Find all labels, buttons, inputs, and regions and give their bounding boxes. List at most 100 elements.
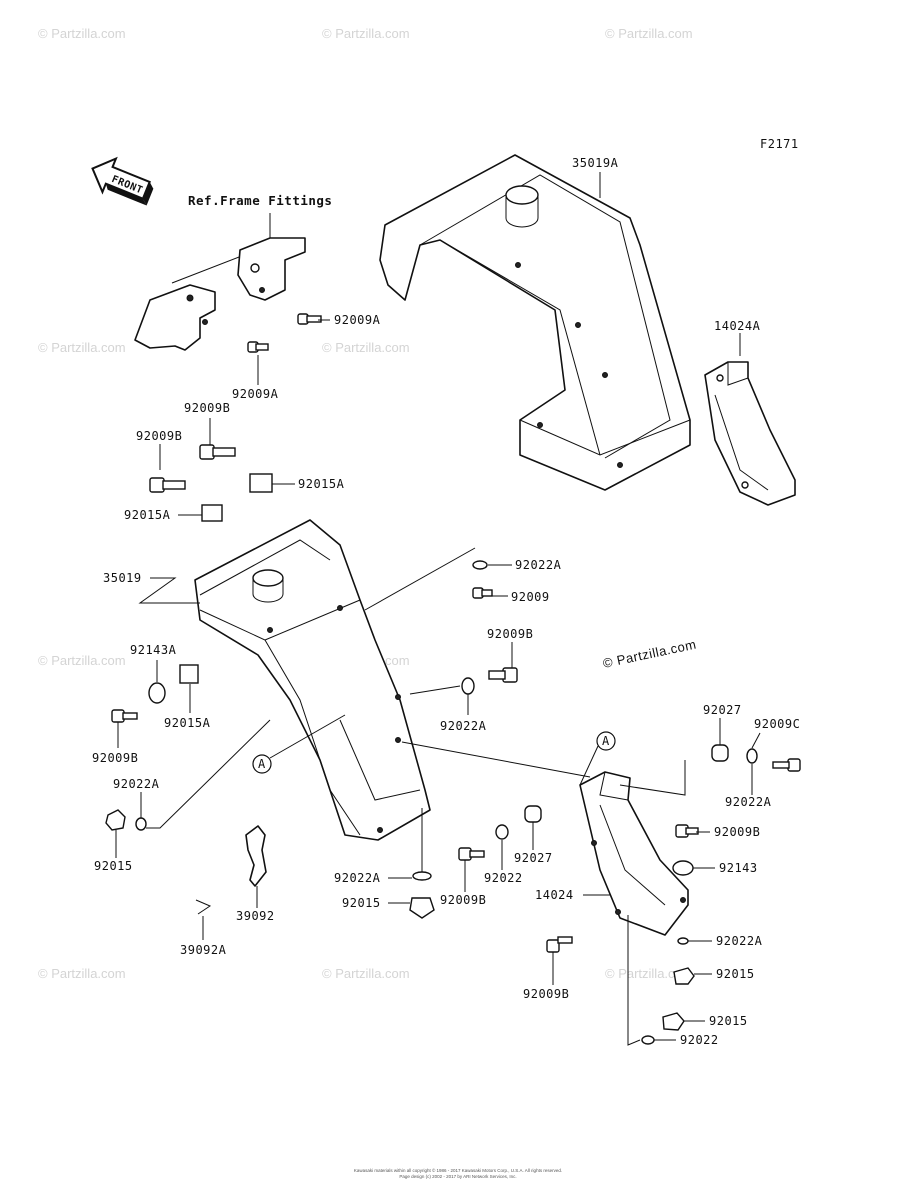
washer-icon bbox=[495, 824, 509, 840]
bolt-icon bbox=[199, 444, 236, 460]
part-label: 14024 bbox=[535, 888, 574, 902]
bolt-icon bbox=[458, 847, 485, 861]
part-label: 92015A bbox=[124, 508, 171, 522]
clamp-39092 bbox=[245, 825, 267, 887]
bolt-icon bbox=[546, 936, 573, 953]
part-labels: 35019A 14024A 92009A 92009A 92009B 92009… bbox=[92, 156, 800, 1047]
part-label: 92143 bbox=[719, 861, 758, 875]
part-label: 39092 bbox=[236, 909, 275, 923]
leader-line bbox=[579, 745, 599, 786]
part-label: 92015 bbox=[709, 1014, 748, 1028]
nut-icon bbox=[662, 1012, 685, 1031]
part-label: 92009B bbox=[92, 751, 138, 765]
bracket-14024 bbox=[579, 771, 689, 936]
part-label: 92009B bbox=[714, 825, 760, 839]
callout-a: A bbox=[252, 754, 272, 774]
part-label: 39092A bbox=[180, 943, 227, 957]
washer-icon bbox=[461, 677, 475, 695]
washer-icon bbox=[148, 682, 166, 704]
clip-nut-icon bbox=[201, 504, 223, 522]
part-label: 92022A bbox=[113, 777, 160, 791]
part-label: 92009B bbox=[184, 401, 230, 415]
washer-icon bbox=[135, 817, 147, 831]
part-label: 92009B bbox=[136, 429, 182, 443]
part-label: 92022A bbox=[334, 871, 381, 885]
frame-fitting-bracket bbox=[134, 284, 216, 351]
part-label: 35019A bbox=[572, 156, 619, 170]
part-label: 92009A bbox=[232, 387, 279, 401]
bolt-icon bbox=[472, 587, 493, 599]
leader-line bbox=[138, 577, 200, 604]
bolt-icon bbox=[149, 477, 186, 493]
grommet-icon bbox=[672, 860, 694, 876]
bolt-icon bbox=[772, 758, 801, 772]
part-label: 92009B bbox=[440, 893, 486, 907]
bolt-icon bbox=[111, 709, 138, 723]
partzilla-mark: © Partzilla.com bbox=[602, 636, 698, 670]
leader-lines bbox=[115, 319, 761, 1046]
part-label: 92009B bbox=[487, 627, 533, 641]
copyright-line: Kawasaki materials within all copyright … bbox=[354, 1167, 562, 1173]
watermark: © Partzilla.com bbox=[38, 26, 126, 41]
nut-icon bbox=[409, 897, 435, 919]
nut-icon bbox=[673, 967, 695, 985]
part-label: 92022A bbox=[716, 934, 763, 948]
copyright-line: Page design (c) 2002 - 2017 by ARI Netwo… bbox=[399, 1174, 516, 1179]
spacer-icon bbox=[711, 744, 729, 762]
leader-line bbox=[364, 547, 476, 611]
part-label: 92015 bbox=[342, 896, 381, 910]
bolt-icon bbox=[297, 313, 322, 325]
watermark: © Partzilla.com bbox=[322, 966, 410, 981]
callout-a: A bbox=[596, 731, 616, 751]
washer-icon bbox=[677, 937, 689, 945]
leader-line bbox=[401, 741, 591, 778]
clip-39092a bbox=[195, 899, 212, 915]
callout-a-label: A bbox=[602, 734, 610, 748]
part-label: 92027 bbox=[703, 703, 742, 717]
figure-code: F2171 bbox=[760, 137, 799, 151]
part-label: 92009 bbox=[511, 590, 550, 604]
part-label: 92015A bbox=[298, 477, 345, 491]
part-label: 92022A bbox=[725, 795, 772, 809]
nut-icon bbox=[105, 809, 126, 831]
watermark: © Partzilla.com bbox=[38, 966, 126, 981]
front-arrow-icon: FRONT bbox=[91, 156, 154, 206]
watermark: © Partzilla.com bbox=[605, 26, 693, 41]
bolt-icon bbox=[488, 667, 518, 683]
part-label: 92022 bbox=[484, 871, 523, 885]
part-label: 92143A bbox=[130, 643, 177, 657]
part-label: 92022A bbox=[515, 558, 562, 572]
washer-icon bbox=[472, 560, 488, 570]
part-label: 92009A bbox=[334, 313, 381, 327]
spacer-icon bbox=[524, 805, 542, 823]
part-label: 92027 bbox=[514, 851, 553, 865]
watermark: © Partzilla.com bbox=[38, 340, 126, 355]
bolt-icon bbox=[247, 341, 269, 353]
watermark: © Partzilla.com bbox=[38, 653, 126, 668]
front-fender-35019 bbox=[194, 519, 431, 841]
part-label: 92009B bbox=[523, 987, 569, 1001]
part-label: 92022A bbox=[440, 719, 487, 733]
frame-fitting-bracket bbox=[237, 237, 306, 301]
part-label: 92022 bbox=[680, 1033, 719, 1047]
washer-icon bbox=[641, 1035, 655, 1045]
washer-icon bbox=[412, 871, 432, 881]
bolt-icon bbox=[675, 824, 699, 838]
leader-line bbox=[269, 714, 346, 759]
clip-nut-icon bbox=[249, 473, 273, 493]
part-label: 14024A bbox=[714, 319, 761, 333]
washer-icon bbox=[746, 748, 758, 764]
part-label: 92015A bbox=[164, 716, 211, 730]
bracket-14024a bbox=[704, 361, 796, 506]
rear-fender-35019a bbox=[379, 154, 691, 491]
callout-a-label: A bbox=[258, 757, 266, 771]
part-label: 92015 bbox=[94, 859, 133, 873]
watermark: © Partzilla.com bbox=[605, 966, 693, 981]
watermark: © Partzilla.com bbox=[322, 26, 410, 41]
watermark: © Partzilla.com bbox=[322, 340, 410, 355]
ref-frame-note: Ref.Frame Fittings bbox=[188, 193, 332, 208]
clip-nut-icon bbox=[179, 664, 199, 684]
part-label: 92009C bbox=[754, 717, 800, 731]
